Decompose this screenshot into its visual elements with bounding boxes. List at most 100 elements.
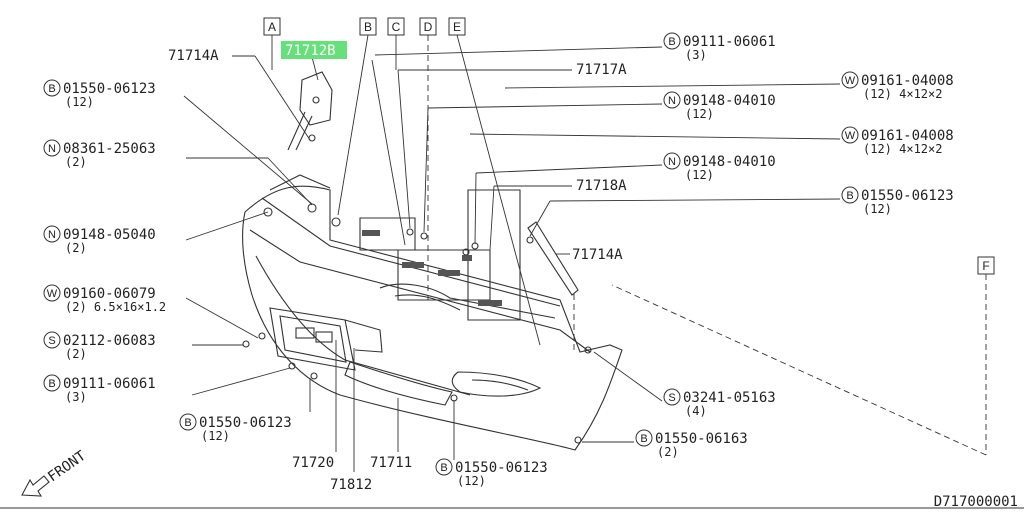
fastener-badge <box>663 152 681 170</box>
fastener-callout[interactable]: N 09148-04010(12) <box>663 152 776 182</box>
part-labels: 71714A 71712B 71717A 71718A 71714A 71720… <box>168 41 627 493</box>
fastener-quantity: (2) <box>65 155 87 169</box>
fastener-badge <box>663 32 681 50</box>
part-label-71812[interactable]: 71812 <box>330 477 372 493</box>
fastener-badge <box>841 126 859 144</box>
fastener-badge-letter: B <box>48 378 55 390</box>
fastener-quantity: (12) <box>685 107 714 121</box>
fastener-badge <box>841 71 859 89</box>
fastener-quantity: (12) <box>685 168 714 182</box>
front-indicator: FRONT <box>21 448 89 497</box>
fastener-badge <box>435 458 453 476</box>
absorber-hatch <box>438 270 460 276</box>
fastener-badge-letter: B <box>846 190 853 202</box>
absorber-hatch <box>462 255 472 261</box>
fastener-badge <box>663 91 681 109</box>
fastener-callout[interactable]: S 02112-06083(2) <box>43 331 156 361</box>
fastener-quantity: (12) 4×12×2 <box>863 87 942 101</box>
callout-letter: F <box>982 259 989 273</box>
fastener-callout[interactable]: B 01550-06123(12) <box>179 413 292 443</box>
leader-lines <box>183 46 841 472</box>
stay-71714a-right[interactable] <box>526 221 579 296</box>
callout-box-e[interactable]: E <box>448 17 466 36</box>
fastener-badge-letter: B <box>184 417 191 429</box>
bumper-cover[interactable] <box>242 174 623 451</box>
fastener-part-number: 09148-05040 <box>63 227 156 243</box>
fastener-part-number: 09111-06061 <box>63 376 156 392</box>
fastener-badge-letter: N <box>668 156 676 168</box>
front-label: FRONT <box>45 448 89 486</box>
fastener-quantity: (12) <box>201 429 230 443</box>
fastener-badge <box>663 388 681 406</box>
fastener-part-number: 01550-06123 <box>199 415 292 431</box>
part-label-71711[interactable]: 71711 <box>370 455 412 471</box>
callout-lines <box>271 34 987 456</box>
energy-absorber[interactable] <box>359 189 521 321</box>
fastener-badge <box>841 186 859 204</box>
fastener-badge <box>43 331 61 349</box>
fastener-part-number: 03241-05163 <box>683 390 776 406</box>
callout-letter: D <box>424 20 433 34</box>
fastener-callout[interactable]: B 01550-06123(12) <box>841 186 954 216</box>
fastener-part-number: 09148-04010 <box>683 154 776 170</box>
callout-letter: E <box>453 20 461 34</box>
callout-box-c[interactable]: C <box>387 17 405 36</box>
fastener-badge-letter: S <box>668 392 675 404</box>
fastener-quantity: (2) <box>65 347 87 361</box>
fastener-callout[interactable]: N 09148-04010(12) <box>663 91 776 121</box>
part-label-71714a-right[interactable]: 71714A <box>572 247 623 263</box>
callout-box-b[interactable]: B <box>359 17 377 36</box>
fastener-badge-letter: N <box>48 229 56 241</box>
fastener-part-number: 08361-25063 <box>63 141 156 157</box>
fastener-part-number: 09111-06061 <box>683 34 776 50</box>
fastener-badge <box>43 284 61 302</box>
fastener-part-number: 09161-04008 <box>861 128 954 144</box>
part-label-71720[interactable]: 71720 <box>292 455 334 471</box>
fastener-badge-letter: S <box>48 335 55 347</box>
callout-letter: B <box>364 20 372 34</box>
fastener-part-number: 01550-06163 <box>655 431 748 447</box>
part-label-71714a-top[interactable]: 71714A <box>168 48 219 64</box>
fastener-badge-letter: N <box>48 143 56 155</box>
license-plate-bracket[interactable] <box>269 307 383 371</box>
fasteners <box>242 203 592 444</box>
fastener-part-number: 01550-06123 <box>861 188 954 204</box>
fastener-badge-letter: W <box>47 288 58 300</box>
fastener-badge <box>43 374 61 392</box>
fastener-part-number: 02112-06083 <box>63 333 156 349</box>
callout-letter: A <box>268 20 276 34</box>
part-label-71712b-highlighted[interactable]: 71712B <box>281 41 347 59</box>
bracket-71712b[interactable] <box>287 71 333 151</box>
part-label-71717a[interactable]: 71717A <box>576 62 627 78</box>
callout-box-f[interactable]: F <box>977 256 995 275</box>
fastener-badge-letter: B <box>48 83 55 95</box>
fastener-badge <box>179 413 197 431</box>
fastener-badge-letter: N <box>668 95 676 107</box>
fastener-quantity: (2) <box>657 445 679 459</box>
fastener-badge <box>43 225 61 243</box>
part-label-71712b: 71712B <box>285 43 336 59</box>
fastener-badge-letter: B <box>668 36 675 48</box>
callout-box-d[interactable]: D <box>419 17 437 36</box>
fastener-part-number: 09148-04010 <box>683 93 776 109</box>
callout-box-a[interactable]: A <box>263 17 281 36</box>
part-label-71718a[interactable]: 71718A <box>576 178 627 194</box>
fastener-quantity: (12) <box>863 202 892 216</box>
fastener-callout[interactable]: N 08361-25063(2) <box>43 139 156 169</box>
fastener-part-number: 01550-06123 <box>63 81 156 97</box>
diagram-id: D717000001 <box>934 494 1018 510</box>
fastener-badge <box>43 79 61 97</box>
front-arrow-icon <box>21 475 50 497</box>
